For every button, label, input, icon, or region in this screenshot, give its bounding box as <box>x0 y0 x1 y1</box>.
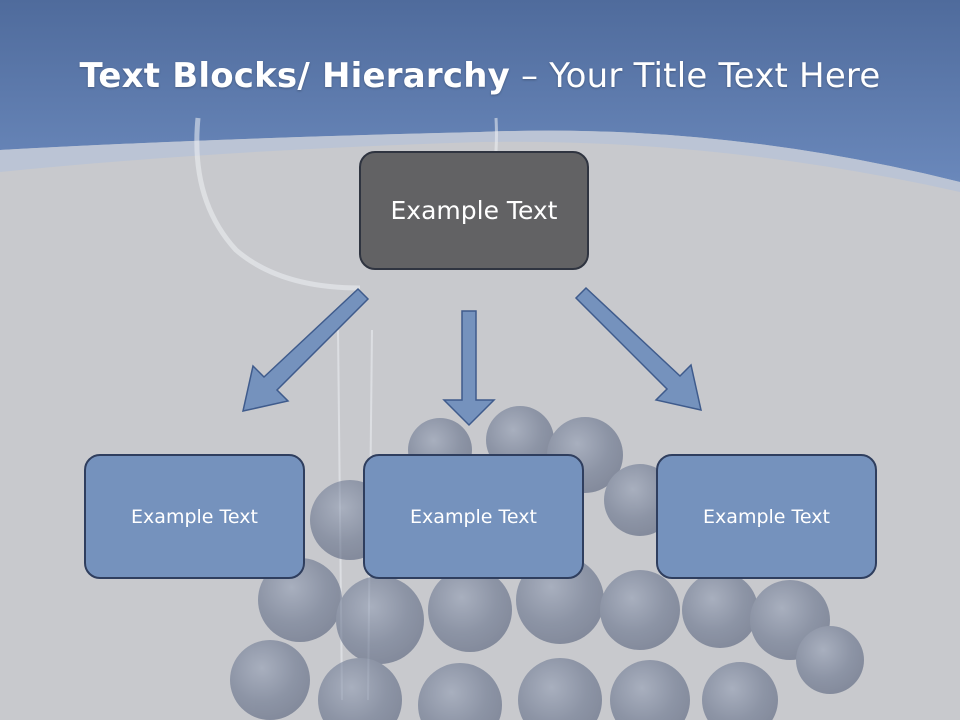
title-rest-part: Your Title Text Here <box>549 56 881 96</box>
child-node-3[interactable]: Example Text <box>656 454 877 579</box>
slide-title: Text Blocks/ Hierarchy – Your Title Text… <box>0 52 960 100</box>
child-node-label: Example Text <box>410 505 537 528</box>
child-node-1[interactable]: Example Text <box>84 454 305 579</box>
header-band <box>0 0 960 182</box>
root-node-label: Example Text <box>390 196 558 225</box>
child-node-label: Example Text <box>131 505 258 528</box>
header-swoosh <box>0 130 960 192</box>
title-bold-part: Text Blocks/ Hierarchy <box>79 56 510 96</box>
arrow-left <box>242 287 370 412</box>
arrow-right <box>574 286 702 411</box>
title-separator: – <box>510 56 550 96</box>
child-node-2[interactable]: Example Text <box>363 454 584 579</box>
arrow-center <box>442 310 496 427</box>
root-node[interactable]: Example Text <box>359 151 589 270</box>
child-node-label: Example Text <box>703 505 830 528</box>
